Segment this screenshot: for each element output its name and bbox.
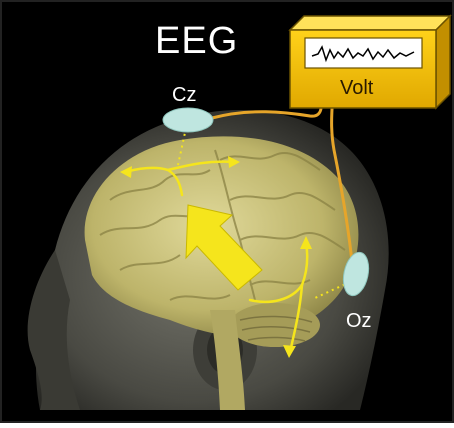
voltmeter-top: [290, 16, 450, 30]
voltmeter-label: Volt: [340, 77, 373, 100]
voltmeter-screen: [305, 38, 422, 68]
electrode-cz: [163, 108, 213, 132]
electrode-cz-label: Cz: [172, 84, 196, 107]
diagram-title: EEG: [155, 20, 238, 63]
electrode-oz-label: Oz: [346, 310, 372, 333]
cerebellum: [230, 303, 320, 347]
voltmeter-side: [436, 16, 450, 108]
